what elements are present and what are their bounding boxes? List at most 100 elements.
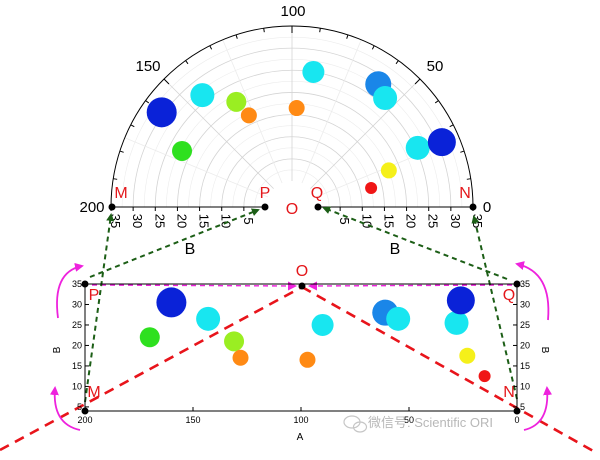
polar-bubble (226, 91, 247, 112)
dashed-magenta-line-right (308, 281, 513, 291)
point-N-top (469, 203, 477, 211)
label-Q-top: Q (311, 185, 323, 202)
point-Q-top (314, 203, 322, 211)
dashed-red-line-right (301, 285, 596, 454)
y-tick-label-left: 35 (72, 279, 82, 289)
polar-radial-tick-label-left: 15 (197, 214, 212, 228)
polar-radial-tick-label-left: 20 (174, 214, 189, 228)
magenta-curve-arrow-upper-right (515, 261, 550, 321)
y-tick-label-right: 25 (520, 320, 530, 330)
y-tick-label-left: 10 (72, 381, 82, 391)
polar-grid-spoke (310, 78, 421, 189)
x-tick-label: 150 (185, 415, 200, 425)
polar-angle-tick (346, 34, 349, 39)
polar-angle-tick (414, 78, 421, 85)
y-axis-label-left: B (52, 346, 63, 353)
y-tick-label-left: 5 (77, 402, 82, 412)
cartesian-bubble (196, 306, 221, 331)
magenta-curve-arrow-upper-left (56, 262, 84, 319)
polar-angle-tick (145, 100, 150, 104)
polar-angle-tick (263, 28, 265, 33)
cartesian-bubble (224, 331, 245, 352)
polar-angle-tick (449, 124, 454, 128)
cartesian-bubble (299, 351, 316, 368)
cartesian-bubble (386, 306, 411, 331)
polar-angle-tick (434, 100, 439, 104)
label-P-mid: P (89, 287, 100, 304)
polar-angle-tick (130, 124, 135, 128)
polar-bubble (405, 135, 430, 160)
label-P-top: P (260, 185, 271, 202)
point-N-bot (513, 407, 521, 415)
polar-angle-tick (235, 34, 238, 39)
green-arrow-P (89, 208, 260, 278)
y-tick-label-right: 30 (520, 299, 530, 309)
cartesian-bubbles (139, 286, 491, 383)
polar-bubble (146, 97, 177, 128)
cartesian-bubble (311, 313, 334, 336)
y-axis-label-right: B (539, 347, 550, 354)
y-tick-label-right: 15 (520, 361, 530, 371)
point-Q-mid (513, 280, 521, 288)
polar-grid-spoke (163, 78, 274, 189)
polar-bubble (288, 100, 305, 117)
polar-axis-name-left: B (185, 241, 196, 258)
point-P-mid (81, 280, 89, 288)
x-tick-label: 100 (293, 415, 308, 425)
y-tick-label-left: 15 (72, 361, 82, 371)
polar-radial-tick-label-left: 5 (241, 217, 256, 224)
polar-angle-tick (185, 60, 189, 65)
polar-radial-tick-label-right: 30 (448, 214, 463, 228)
angle-tick-label-50: 50 (427, 58, 444, 75)
y-tick-label-right: 20 (520, 340, 530, 350)
polar-bubble (380, 162, 397, 179)
polar-angle-tick (119, 150, 124, 153)
polar-grid-spoke (301, 39, 362, 184)
polar-bubble (427, 128, 456, 157)
polar-radial-tick-label-left: 25 (152, 214, 167, 228)
polar-bubbles (146, 60, 456, 195)
polar-angle-tick (113, 178, 118, 180)
y-tick-label-left: 25 (72, 320, 82, 330)
x-tick-label: 200 (77, 415, 92, 425)
polar-radial-tick-label-right: 15 (381, 214, 396, 228)
label-O-mid: O (296, 263, 308, 280)
cartesian-bubble (139, 327, 160, 348)
polar-radial-tick-label-right: 5 (337, 217, 352, 224)
y-tick-label-left: 30 (72, 299, 82, 309)
angle-tick-label-0: 0 (483, 199, 491, 216)
polar-bubble (365, 182, 378, 195)
cartesian-bubble (444, 310, 469, 335)
polar-angle-tick (466, 178, 471, 180)
watermark: 微信号: Scientific ORI (343, 415, 493, 433)
y-tick-label-right: 35 (520, 279, 530, 289)
polar-bubble (373, 85, 398, 110)
cartesian-bubble (232, 349, 249, 366)
green-arrow-Q (322, 206, 508, 280)
watermark-text: 微信号: Scientific ORI (368, 415, 493, 430)
polar-angle-tick (371, 45, 375, 50)
x-axis-label: A (297, 432, 304, 443)
point-P-top (261, 203, 269, 211)
angle-tick-label-200: 200 (79, 199, 104, 216)
polar-radial-tick-label-right: 20 (404, 214, 419, 228)
polar-angle-tick (460, 150, 465, 153)
y-tick-label-left: 20 (72, 340, 82, 350)
polar-bubble (240, 107, 257, 124)
y-tick-label-right: 5 (520, 402, 525, 412)
polar-radial-tick-label-right: 10 (359, 214, 374, 228)
polar-angle-tick (209, 45, 213, 50)
x-tick-label: 0 (514, 415, 519, 425)
label-Q-mid: Q (503, 287, 515, 304)
x-tick-label: 50 (404, 415, 414, 425)
label-M-bot: M (87, 384, 100, 401)
label-O-top: O (286, 201, 298, 218)
polar-axis-name-right: B (390, 241, 401, 258)
polar-angle-tick (319, 28, 321, 33)
cartesian-bubble (156, 287, 187, 318)
